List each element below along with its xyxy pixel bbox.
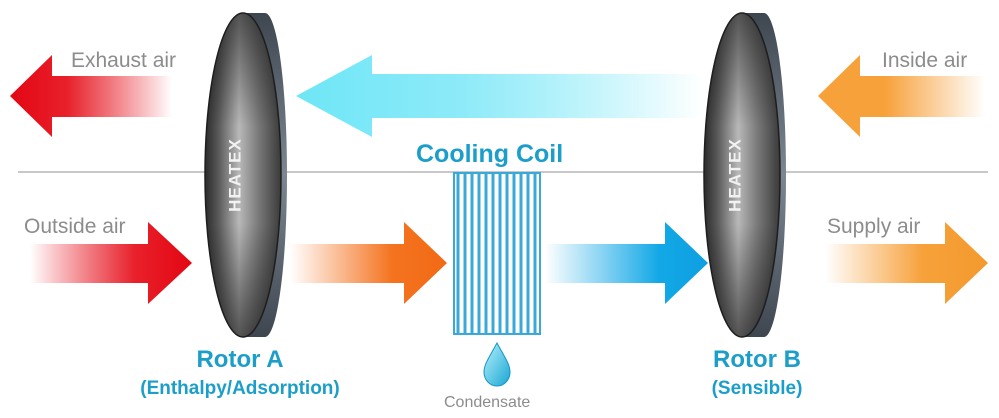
condensate-label: Condensate [444, 394, 531, 411]
rotor-b-brand: HEATEX [725, 138, 744, 212]
rotor-a-brand: HEATEX [225, 138, 244, 212]
supply-air-label: Supply air [827, 215, 921, 238]
inside-air-label: Inside air [882, 49, 968, 72]
rotor-a-subtitle: (Enthalpy/Adsorption) [140, 378, 340, 399]
inside-air-arrow [818, 55, 985, 137]
rotor-a-title: Rotor A [196, 346, 284, 373]
exhaust-air-arrow [10, 55, 172, 137]
cooling-coil [453, 172, 541, 335]
rotor-b-subtitle: (Sensible) [711, 378, 803, 399]
outside-air-label: Outside air [24, 215, 126, 238]
condensate-drop-icon [483, 341, 511, 387]
cooling-coil-title: Cooling Coil [416, 140, 564, 168]
outside-air-arrow [30, 222, 192, 304]
exhaust-air-label: Exhaust air [71, 49, 177, 72]
supply-air-arrow [825, 222, 988, 304]
cooled-air-arrow [545, 222, 708, 304]
rotor-b-title: Rotor B [713, 346, 801, 373]
rotor-b: HEATEX [703, 12, 786, 338]
precooled-air-arrow [290, 222, 447, 304]
rotor-a: HEATEX [204, 12, 287, 338]
return-air-arrow [296, 55, 702, 137]
